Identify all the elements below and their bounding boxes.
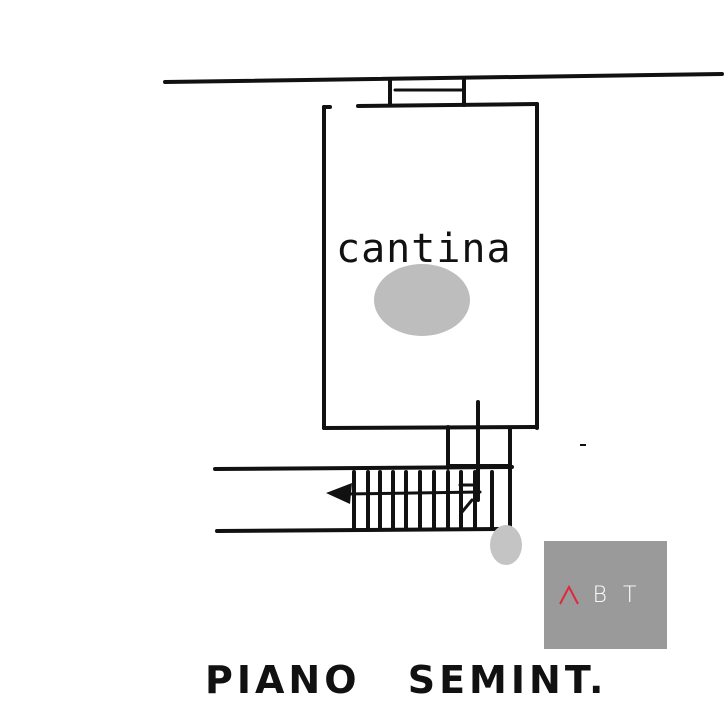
abt-logo: BT (544, 541, 667, 649)
stair-arrow-icon (326, 483, 352, 504)
logo-a-mark-icon (558, 585, 579, 605)
exterior-wall (163, 72, 724, 84)
smudge (490, 525, 522, 565)
smudge (374, 264, 470, 336)
floor-title: PIANO SEMINT. (205, 658, 608, 702)
logo-text: BT (592, 582, 653, 608)
room-label-cantina: cantina (336, 226, 512, 272)
